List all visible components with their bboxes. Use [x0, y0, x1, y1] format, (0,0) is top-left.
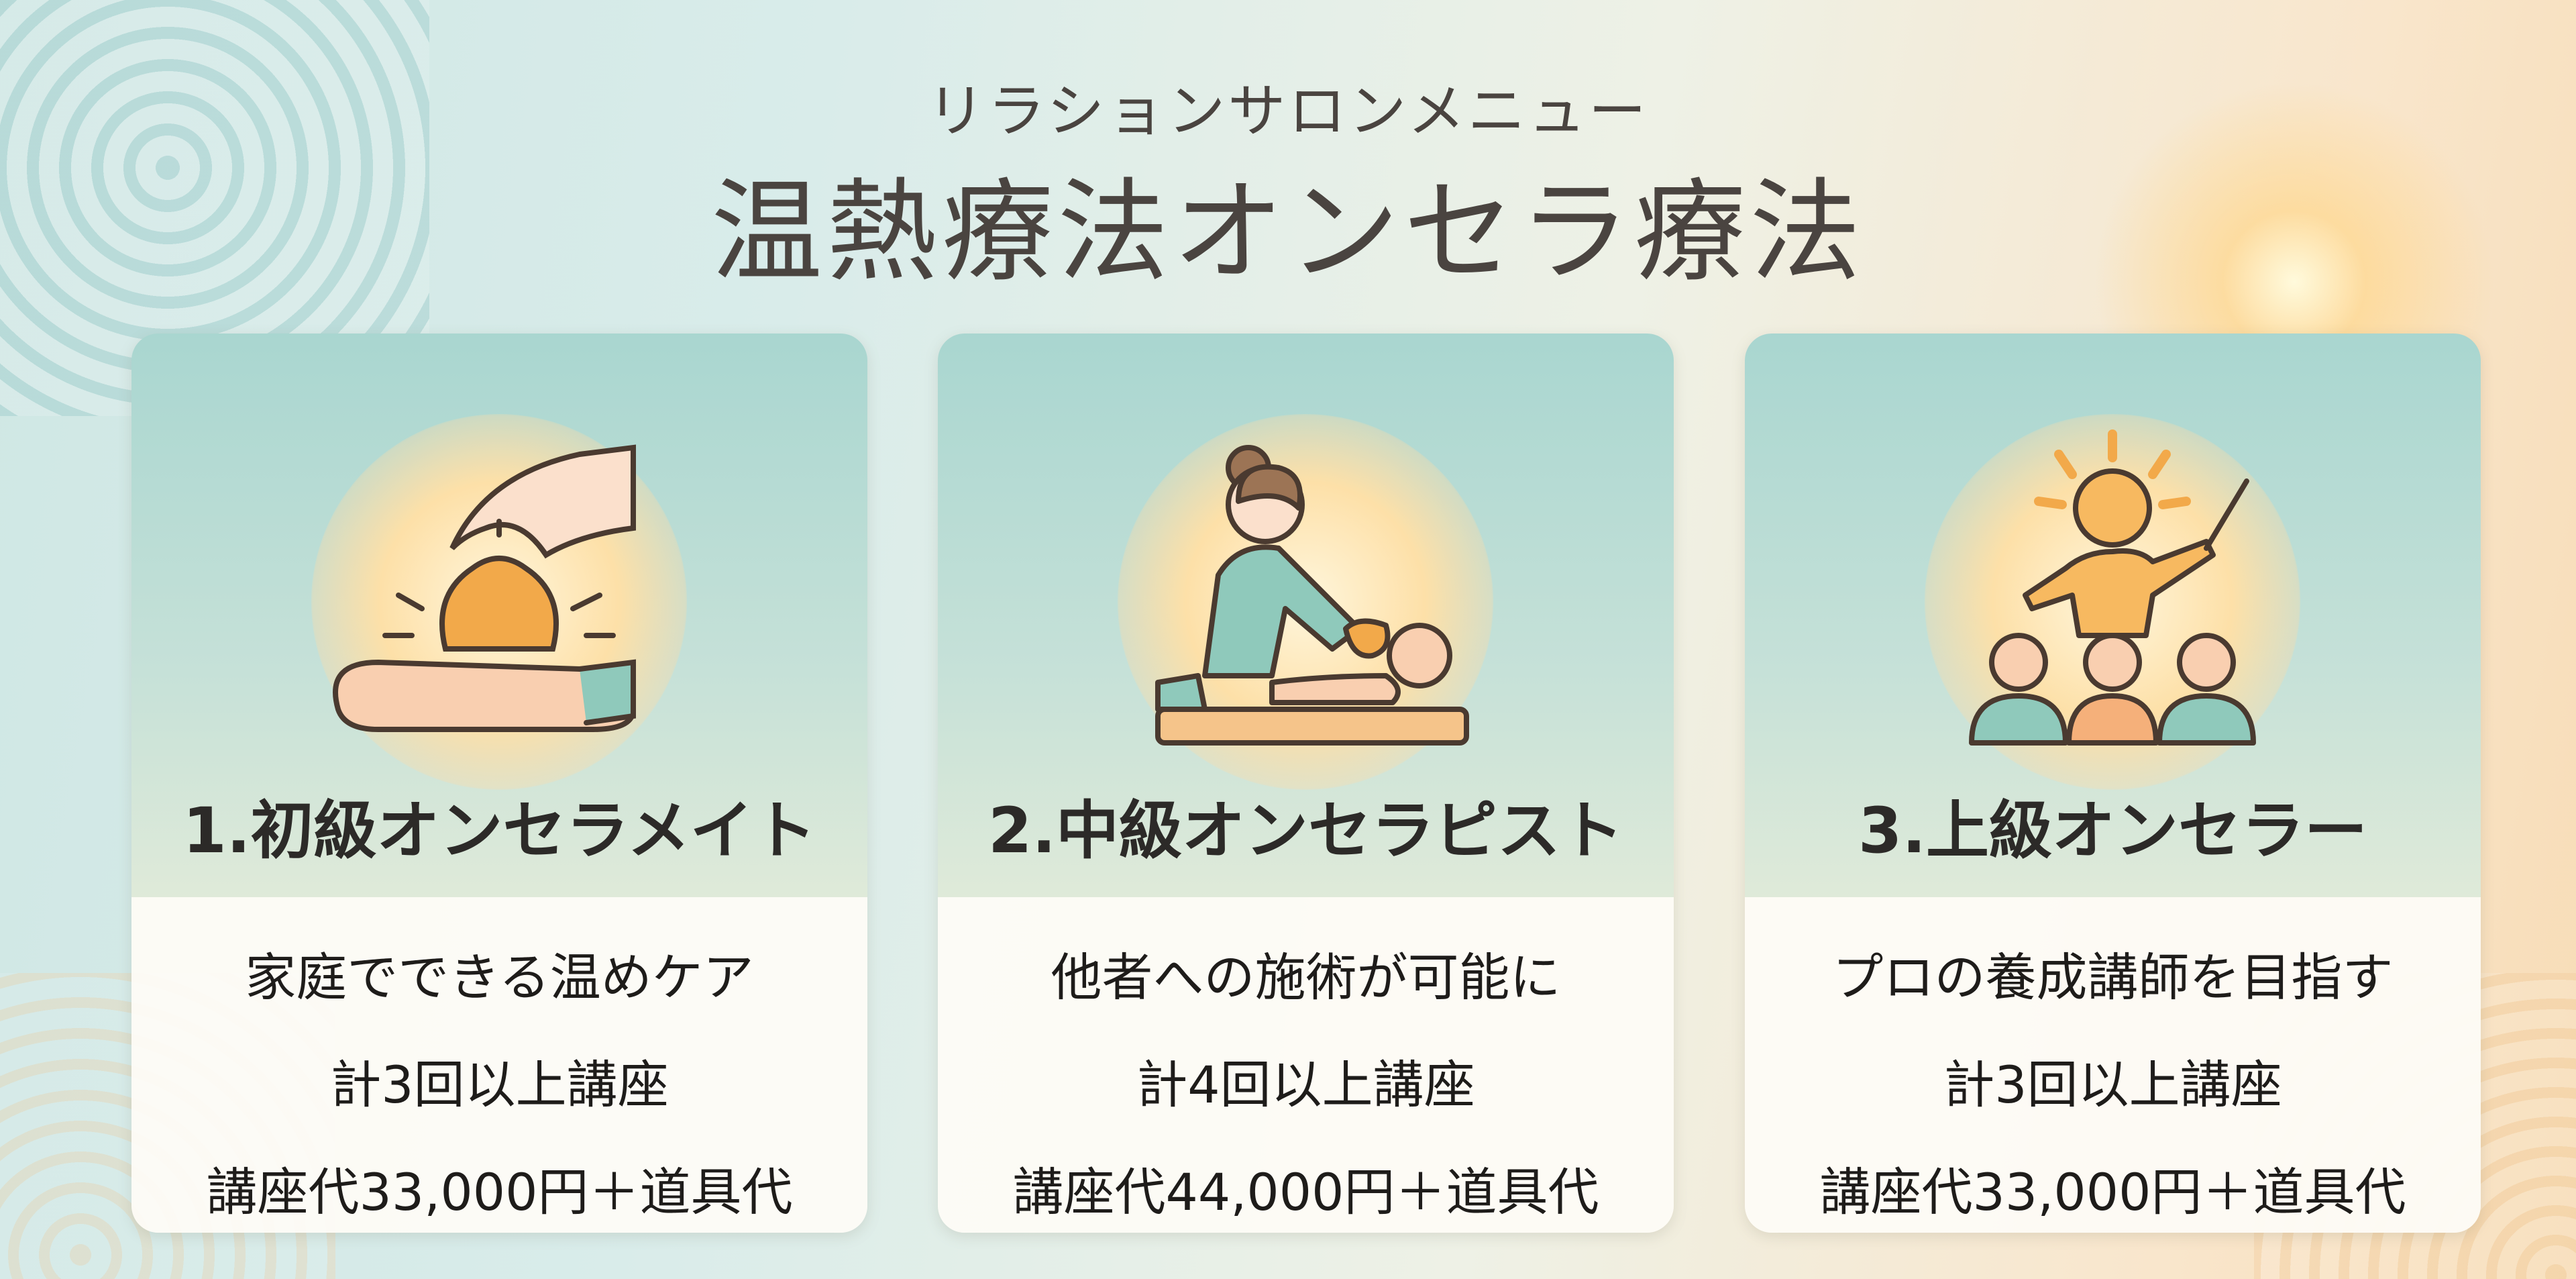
course-heading: 3.上級オンセラー: [1858, 795, 2368, 868]
therapist-treatment-icon: [1155, 445, 1469, 746]
course-price: 講座代33,000円＋道具代: [206, 1162, 793, 1222]
hand-stone-massage-icon: [333, 444, 637, 732]
course-card-intermediate: 2.中級オンセラピスト 他者への施術が可能に 計4回以上講座 講座代44,000…: [938, 334, 1674, 1233]
course-heading: 1.初級オンセラメイト: [182, 795, 816, 868]
card-illustration-area: [131, 334, 867, 897]
course-price: 講座代44,000円＋道具代: [1012, 1162, 1599, 1222]
course-description: 他者への施術が可能に: [1051, 948, 1561, 1007]
card-details: 家庭でできる温めケア 計3回以上講座 講座代33,000円＋道具代: [131, 897, 867, 1233]
card-details: プロの養成講師を目指す 計3回以上講座 講座代33,000円＋道具代: [1745, 897, 2481, 1233]
card-illustration-area: [938, 334, 1674, 897]
course-sessions: 計4回以上講座: [1136, 1055, 1475, 1115]
page-subtitle: リラションサロンメニュー: [927, 78, 1649, 145]
course-price: 講座代33,000円＋道具代: [1819, 1162, 2406, 1222]
card-illustration-area: [1745, 334, 2481, 897]
course-card-advanced: 3.上級オンセラー プロの養成講師を目指す 計3回以上講座 講座代33,000円…: [1745, 334, 2481, 1233]
course-heading: 2.中級オンセラピスト: [987, 795, 1624, 868]
course-card-beginner: 1.初級オンセラメイト 家庭でできる温めケア 計3回以上講座 講座代33,000…: [131, 334, 867, 1233]
instructor-teaching-icon: [1969, 429, 2256, 746]
course-sessions: 計3回以上講座: [330, 1055, 669, 1115]
page-title: 温熱療法オンセラ療法: [711, 168, 1865, 297]
course-description: 家庭でできる温めケア: [245, 948, 754, 1007]
course-description: プロの養成講師を目指す: [1832, 948, 2394, 1007]
course-sessions: 計3回以上講座: [1943, 1055, 2282, 1115]
card-details: 他者への施術が可能に 計4回以上講座 講座代44,000円＋道具代: [938, 897, 1674, 1233]
